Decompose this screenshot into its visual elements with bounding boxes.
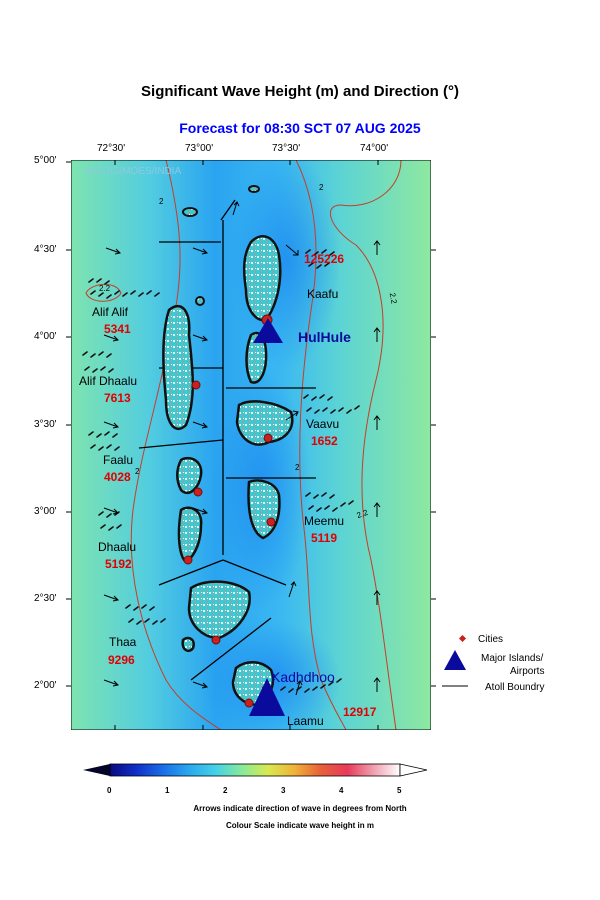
colorbar-tick-label: 5 <box>397 786 402 795</box>
contour-label: 2.2 <box>99 284 111 293</box>
wave-direction-arrows <box>103 201 381 696</box>
colorbar-left-arrow <box>83 764 110 776</box>
atoll-label-meemu: Meemu <box>304 514 345 528</box>
city-marker <box>193 487 203 497</box>
legend-airports-label: Airports <box>510 666 545 677</box>
lon-tick-label: 72°30' <box>97 143 126 154</box>
atoll-shape <box>162 304 194 431</box>
atoll-label-thaa: Thaa <box>109 635 137 649</box>
city-marker <box>211 635 221 645</box>
atoll-shape <box>187 580 251 640</box>
lat-tick-label: 2°00' <box>34 680 57 691</box>
lon-tick-label: 73°00' <box>185 143 214 154</box>
colorbar-tick-label: 0 <box>107 786 112 795</box>
colorbar-gradient <box>109 763 401 777</box>
small-islands <box>182 185 260 306</box>
lon-tick-label: 74°00' <box>360 143 389 154</box>
map-title: Significant Wave Height (m) and Directio… <box>141 83 459 100</box>
lat-tick-label: 3°30' <box>34 419 57 430</box>
atoll-value-meemu: 5119 <box>311 531 338 545</box>
atoll-value-kaafu: 125226 <box>304 252 345 266</box>
contour-line <box>130 160 222 730</box>
footnote-arrows: Arrows indicate direction of wave in deg… <box>193 804 407 813</box>
lon-tick-label: 73°30' <box>272 143 301 154</box>
atoll-value-alif-alif: 5341 <box>104 322 131 336</box>
forecast-subtitle: Forecast for 08:30 SCT 07 AUG 2025 <box>179 120 421 136</box>
atoll-boundaries <box>138 199 316 681</box>
contour-line <box>295 160 347 730</box>
lat-tick-label: 4°00' <box>34 331 57 342</box>
atoll-value-alif-dhaalu: 7613 <box>104 391 131 405</box>
atoll-shape <box>235 400 294 446</box>
legend-major-islands-label: Major Islands/ <box>481 653 544 664</box>
city-marker <box>191 380 201 390</box>
airport-marker <box>253 318 283 343</box>
atoll-value-dhaalu: 5192 <box>105 557 132 571</box>
atoll-label-alif-alif: Alif Alif <box>92 305 129 319</box>
wave-height-map: 2 2 2 2 2 2.2 2.2 2.2 <box>71 160 431 730</box>
city-marker <box>266 517 276 527</box>
atoll-value-vaavu: 1652 <box>311 434 338 448</box>
legend-city-icon <box>458 634 467 643</box>
watermark: INCOIS/MOES/INDIA <box>85 166 181 177</box>
airport-label-hulhule: HulHule <box>298 329 351 345</box>
lat-tick-label: 4°30' <box>34 244 57 255</box>
contour-label: 2.2 <box>388 292 399 305</box>
legend-airport-icon <box>444 650 466 670</box>
lat-tick-label: 3°00' <box>34 506 57 517</box>
atoll-value-laamu: 12917 <box>343 705 377 719</box>
atoll-value-thaa: 9296 <box>108 653 135 667</box>
lat-tick-label: 2°30' <box>34 593 57 604</box>
colorbar-tick-label: 1 <box>165 786 170 795</box>
colorbar <box>83 763 428 777</box>
contour-label: 2 <box>295 463 300 472</box>
islet-cluster-marks <box>82 249 360 693</box>
atoll-label-laamu: Laamu <box>287 714 324 728</box>
footnote-colour-scale: Colour Scale indicate wave height in m <box>225 821 375 830</box>
map-legend-symbols <box>442 634 468 687</box>
contour-label: 2 <box>135 467 140 476</box>
contour-label: 2 <box>159 197 164 206</box>
atoll-shape <box>181 636 195 652</box>
atoll-label-dhaalu: Dhaalu <box>98 540 137 554</box>
atoll-label-vaavu: Vaavu <box>306 417 340 431</box>
airport-label-kadhdhoo: Kadhdhoo <box>271 669 335 685</box>
atoll-label-alif-dhaalu: Alif Dhaalu <box>79 374 138 388</box>
airport-marker <box>249 678 285 716</box>
contour-label: 2.2 <box>356 508 370 520</box>
atoll-label-kaafu: Kaafu <box>307 287 339 301</box>
contour-line <box>85 283 122 302</box>
atoll-shape <box>177 506 203 564</box>
lat-tick-label: 5°00' <box>34 155 57 166</box>
colorbar-right-arrow <box>399 763 428 777</box>
legend-boundary-label: Atoll Boundry <box>485 682 545 693</box>
colorbar-tick-label: 4 <box>339 786 344 795</box>
colorbar-tick-label: 3 <box>281 786 286 795</box>
atoll-label-faalu: Faalu <box>103 453 134 467</box>
city-marker <box>263 433 273 443</box>
atoll-shape <box>176 456 203 495</box>
city-marker <box>183 555 193 565</box>
contour-label: 2 <box>319 183 324 192</box>
city-marker <box>244 698 254 708</box>
atoll-value-faalu: 4028 <box>104 470 131 484</box>
colorbar-tick-label: 2 <box>223 786 228 795</box>
legend-cities-label: Cities <box>478 634 504 645</box>
